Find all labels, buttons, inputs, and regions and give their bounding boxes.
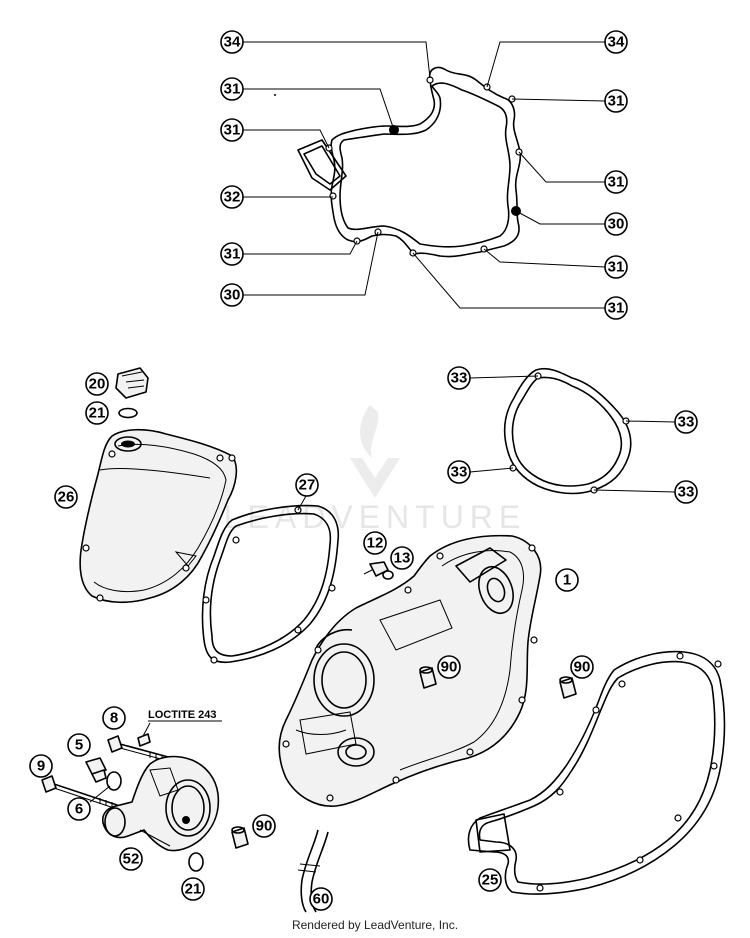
callout-1[interactable]: 1 [555, 568, 579, 592]
callout-52[interactable]: 52 [119, 847, 143, 871]
svg-text:31: 31 [608, 174, 625, 191]
callout-33-d[interactable]: 33 [674, 480, 698, 504]
svg-text:5: 5 [75, 737, 83, 754]
callout-31-a[interactable]: 31 [220, 77, 244, 101]
inner-cover-gasket [274, 66, 523, 258]
callout-31-g[interactable]: 31 [604, 296, 628, 320]
callout-13[interactable]: 13 [390, 546, 414, 570]
loctite-drop [137, 733, 151, 747]
callout-31-d[interactable]: 31 [604, 170, 628, 194]
outer-clutch-cover-26 [79, 428, 238, 604]
svg-text:34: 34 [224, 34, 241, 51]
svg-text:20: 20 [89, 376, 106, 393]
svg-text:25: 25 [482, 872, 499, 889]
svg-text:13: 13 [394, 550, 411, 567]
bleed-screw-5 [85, 757, 107, 783]
screw-12 [363, 561, 394, 580]
svg-text:60: 60 [313, 891, 330, 908]
oil-filler-plug-20 [115, 367, 149, 419]
dowel-sleeve-90-a [419, 666, 437, 689]
callout-30-right[interactable]: 30 [604, 212, 628, 236]
callout-90-c[interactable]: 90 [252, 814, 276, 838]
callout-31-c[interactable]: 31 [220, 118, 244, 142]
callout-26[interactable]: 26 [54, 485, 78, 509]
svg-text:30: 30 [608, 216, 625, 233]
callout-90-b[interactable]: 90 [570, 655, 594, 679]
svg-text:31: 31 [224, 246, 241, 263]
top-gasket-leaders [243, 41, 606, 309]
water-pump-cover-52 [101, 755, 220, 852]
callout-33-b[interactable]: 33 [674, 410, 698, 434]
svg-text:31: 31 [224, 81, 241, 98]
callout-9[interactable]: 9 [29, 754, 53, 778]
svg-text:90: 90 [441, 659, 458, 676]
rendered-by-footer: Rendered by LeadVenture, Inc. [291, 918, 459, 932]
svg-text:27: 27 [299, 477, 316, 494]
svg-text:6: 6 [75, 801, 83, 818]
svg-text:32: 32 [224, 189, 241, 206]
bolt-9 [41, 775, 121, 811]
svg-text:12: 12 [367, 535, 384, 552]
callout-25[interactable]: 25 [478, 868, 502, 892]
svg-text:21: 21 [185, 881, 202, 898]
svg-text:33: 33 [451, 370, 468, 387]
svg-text:31: 31 [224, 122, 241, 139]
clutch-cover-gasket-33 [469, 367, 676, 495]
svg-text:33: 33 [678, 414, 695, 431]
svg-text:33: 33 [678, 484, 695, 501]
svg-text:31: 31 [608, 259, 625, 276]
callout-90-a[interactable]: 90 [437, 655, 461, 679]
dowel-sleeve-90-b [559, 676, 577, 699]
callout-31-b[interactable]: 31 [604, 89, 628, 113]
svg-text:8: 8 [110, 710, 118, 727]
callout-20[interactable]: 20 [85, 372, 109, 396]
callout-8[interactable]: 8 [102, 706, 126, 730]
svg-text:1: 1 [563, 572, 571, 589]
leadventure-watermark: LEADVENTURE [224, 405, 520, 535]
inner-clutch-cover-1 [278, 534, 542, 807]
callout-6[interactable]: 6 [67, 797, 91, 821]
svg-text:31: 31 [608, 300, 625, 317]
callout-21-top[interactable]: 21 [85, 401, 109, 425]
svg-text:33: 33 [451, 464, 468, 481]
svg-text:30: 30 [224, 287, 241, 304]
callout-5[interactable]: 5 [67, 733, 91, 757]
callout-30-left[interactable]: 30 [220, 283, 244, 307]
callout-34-left[interactable]: 34 [220, 30, 244, 54]
svg-text:26: 26 [58, 489, 75, 506]
callout-12[interactable]: 12 [363, 531, 387, 555]
dowel-sleeve-90-c [231, 826, 249, 849]
callout-21-bottom[interactable]: 21 [181, 877, 205, 901]
svg-text:31: 31 [608, 93, 625, 110]
svg-text:52: 52 [123, 851, 140, 868]
callout-32[interactable]: 32 [220, 185, 244, 209]
ignition-cover-gasket-25 [467, 650, 726, 895]
o-ring-6 [89, 771, 122, 803]
svg-text:34: 34 [608, 34, 625, 51]
svg-text:90: 90 [574, 659, 591, 676]
svg-text:90: 90 [256, 818, 273, 835]
svg-text:21: 21 [89, 405, 106, 422]
callout-33-c[interactable]: 33 [447, 460, 471, 484]
callout-33-a[interactable]: 33 [447, 366, 471, 390]
callout-27[interactable]: 27 [295, 473, 319, 497]
callout-31-e[interactable]: 31 [220, 242, 244, 266]
callout-34-right[interactable]: 34 [604, 30, 628, 54]
svg-text:9: 9 [37, 758, 45, 775]
clutch-cover-gasket-27 [201, 495, 340, 664]
o-ring-21-bottom [188, 852, 204, 872]
callout-31-f[interactable]: 31 [604, 255, 628, 279]
callout-60[interactable]: 60 [309, 887, 333, 911]
loctite-label: LOCTITE 243 [148, 709, 216, 721]
